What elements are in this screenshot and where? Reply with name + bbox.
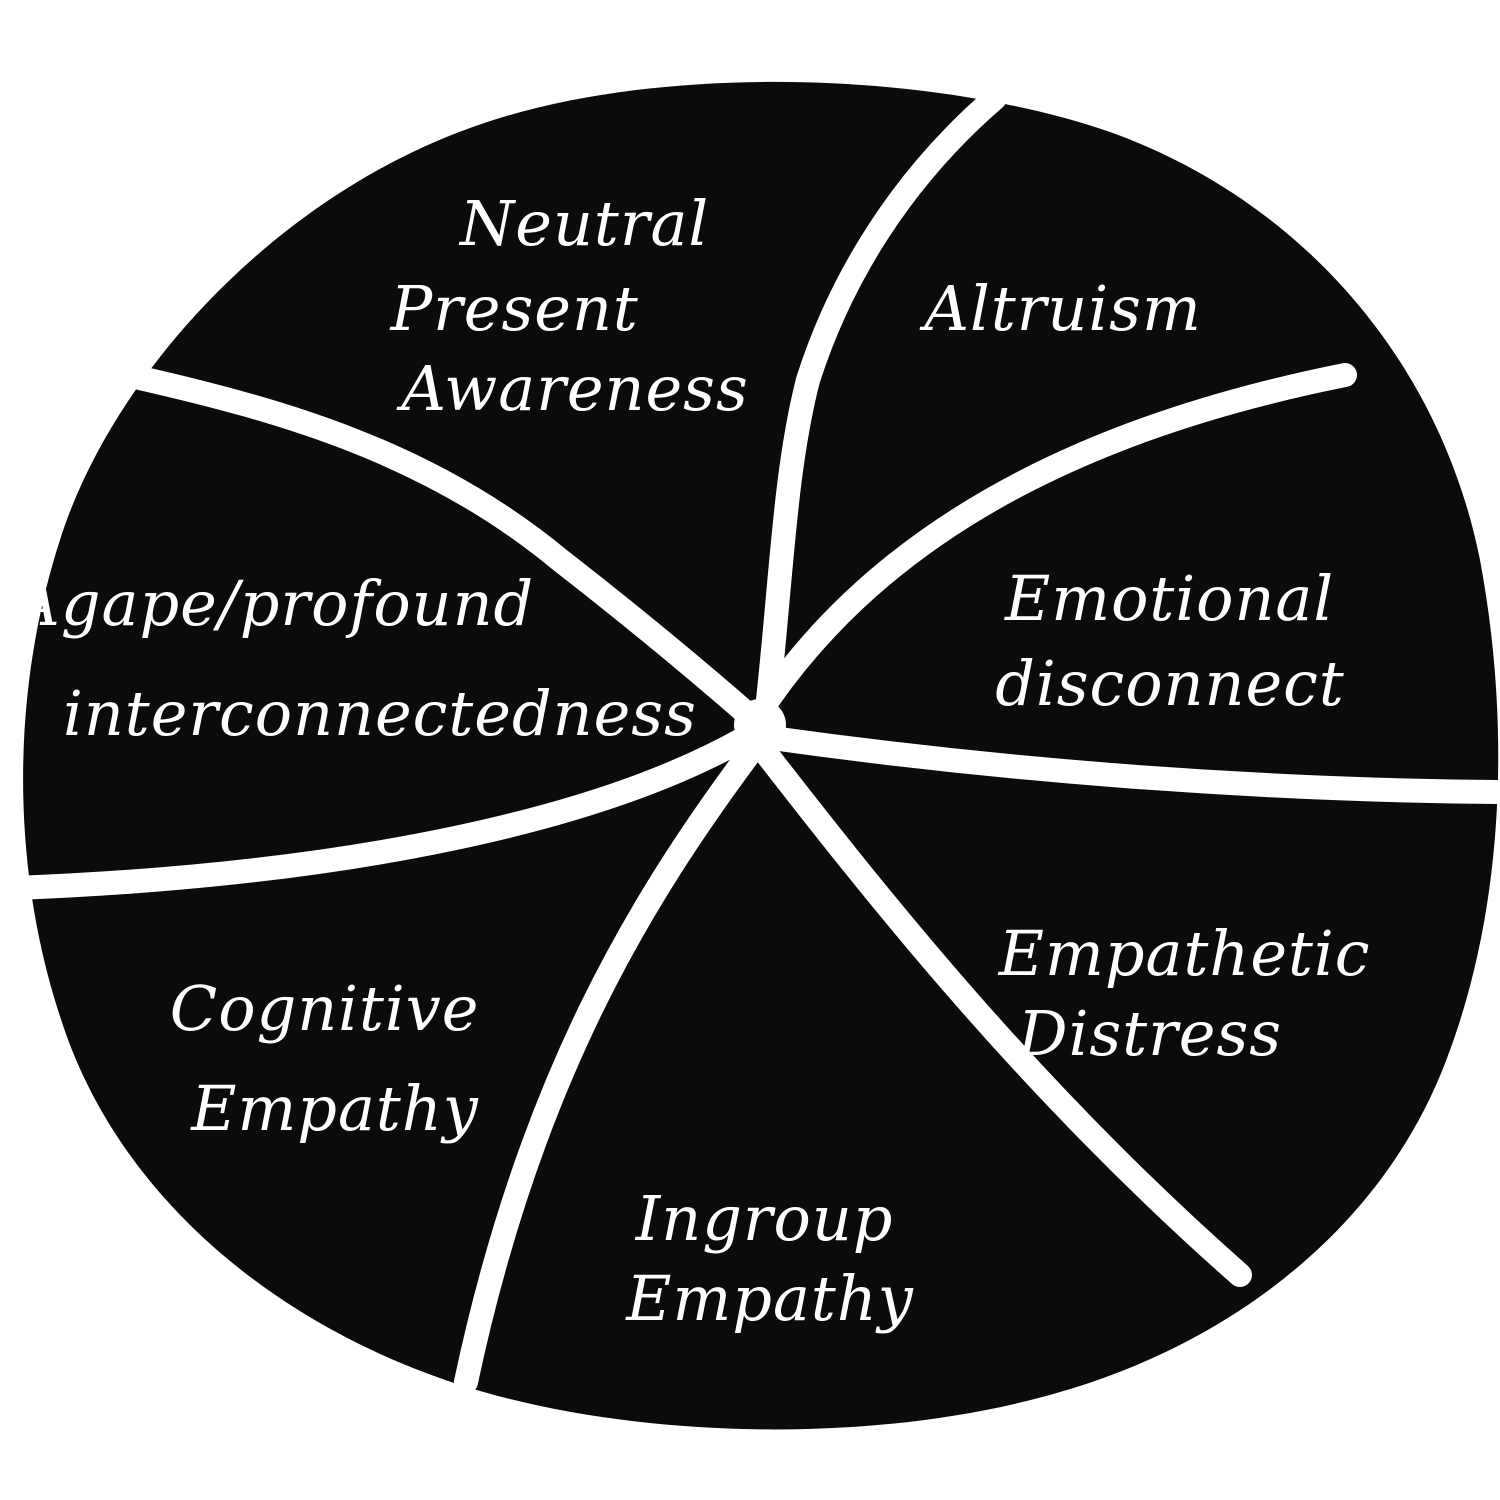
label-line: Altruism — [919, 272, 1202, 345]
label-line: Distress — [1017, 997, 1282, 1070]
label-altruism: Altruism — [919, 272, 1202, 345]
label-agape-profound-interconnectedness: Agape/profound interconnectedness — [10, 567, 697, 750]
divider-neutral-agape — [128, 366, 764, 730]
divider-ingroup-cognitive — [454, 738, 764, 1394]
label-line: Agape/profound — [10, 567, 534, 640]
label-line: Cognitive — [170, 972, 480, 1045]
label-cognitive-empathy: Cognitive Empathy — [170, 972, 500, 1145]
label-neutral-present-awareness: Neutral Present Awareness — [389, 187, 748, 425]
label-line: Ingroup — [635, 1182, 894, 1255]
label-ingroup-empathy: Ingroup Empathy — [625, 1182, 914, 1335]
label-empathetic-distress: Empathetic Distress — [998, 917, 1391, 1070]
wheel-hub — [734, 699, 786, 751]
label-line: Empathetic — [998, 917, 1371, 990]
divider-altruism-emotional — [756, 363, 1357, 712]
divider-neutral-altruism — [756, 86, 1007, 712]
label-line: disconnect — [995, 647, 1345, 720]
label-line: Empathy — [190, 1072, 479, 1145]
label-line: Present — [389, 272, 638, 345]
label-line: interconnectedness — [63, 677, 697, 750]
divider-cognitive-agape — [3, 726, 757, 900]
label-line: Neutral — [458, 187, 709, 260]
label-line: Empathy — [625, 1262, 914, 1335]
label-line: Emotional — [1004, 562, 1334, 635]
divider-emotional-distress — [760, 726, 1500, 804]
label-emotional-disconnect: Emotional disconnect — [995, 562, 1355, 720]
divider-distress-ingroup — [753, 740, 1252, 1287]
label-line: Awareness — [396, 352, 749, 425]
